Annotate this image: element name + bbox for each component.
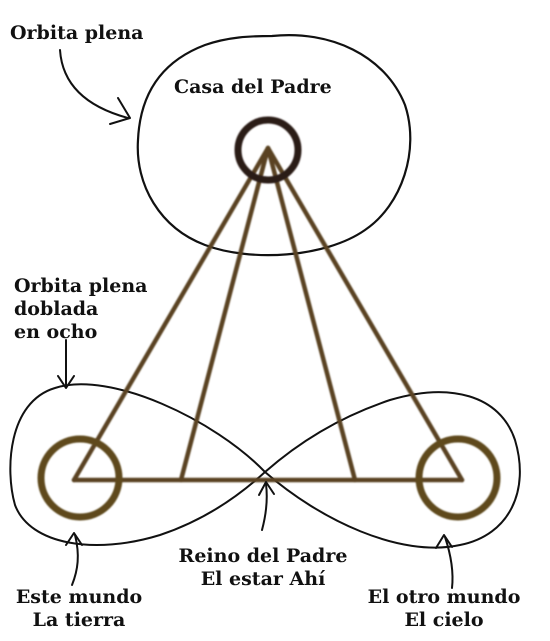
other-world-ring bbox=[415, 435, 501, 521]
arrow-kingdom-head bbox=[258, 481, 275, 496]
connection-lines bbox=[71, 145, 465, 483]
this-world-line-2: La tierra bbox=[32, 609, 126, 631]
folded-orbit-line-3: en ocho bbox=[14, 321, 98, 343]
arrow-other-world-head bbox=[435, 534, 453, 549]
kingdom-label: Reino del Padre El estar Ahí bbox=[165, 545, 361, 591]
folded-orbit-line-2: doblada bbox=[14, 298, 99, 320]
arrow-other-world bbox=[444, 536, 454, 589]
other-world-label: El otro mundo El cielo bbox=[356, 586, 532, 632]
folded-orbit-line-1: Orbita plena bbox=[14, 275, 148, 297]
kingdom-line-1: Reino del Padre bbox=[178, 545, 348, 567]
father-house-label: Casa del Padre bbox=[174, 76, 332, 98]
other-world-line-1: El otro mundo bbox=[367, 586, 521, 608]
this-world-label: Este mundo La tierra bbox=[4, 586, 154, 632]
arrow-folded-orbit-head bbox=[57, 375, 75, 389]
kingdom-line-2: El estar Ahí bbox=[200, 568, 326, 590]
arrow-kingdom bbox=[261, 483, 268, 531]
other-world-line-2: El cielo bbox=[404, 609, 484, 631]
line-right-outer bbox=[265, 145, 465, 483]
arrow-full-orbit-head bbox=[109, 97, 131, 125]
figure-eight-orbit bbox=[9, 383, 521, 549]
arrow-this-world bbox=[71, 534, 79, 586]
this-world-line-1: Este mundo bbox=[15, 586, 143, 608]
line-right-inner bbox=[265, 145, 358, 483]
full-orbit-circle bbox=[136, 34, 412, 257]
line-left-inner bbox=[178, 145, 271, 483]
arrow-full-orbit bbox=[59, 49, 129, 119]
arrows bbox=[57, 49, 454, 589]
full-orbit-label: Orbita plena bbox=[10, 22, 144, 44]
folded-orbit-label: Orbita plena doblada en ocho bbox=[14, 275, 147, 344]
father-house-ring bbox=[234, 116, 302, 184]
arrow-this-world-head bbox=[65, 532, 83, 546]
line-left-outer bbox=[71, 145, 271, 483]
this-world-ring bbox=[37, 435, 123, 521]
